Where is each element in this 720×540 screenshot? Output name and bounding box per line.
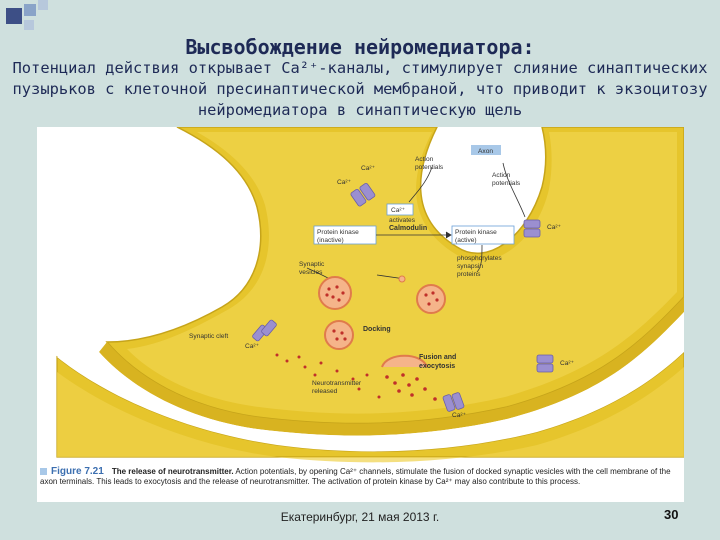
postsynaptic-inner (57, 367, 684, 463)
label-ca-right-mid: Ca²⁺ (560, 360, 575, 367)
figure-caption-title: The release of neurotransmitter. (111, 467, 234, 476)
axon-terminal-inner (127, 132, 677, 414)
label-ca-left: Ca²⁺ (245, 343, 260, 350)
neurotransmitter-dots (275, 285, 439, 401)
presynaptic-membrane (99, 297, 684, 436)
label-ca-right-top: Ca²⁺ (547, 224, 562, 231)
label-phosphorylates: phosphorylates (457, 255, 502, 262)
label-action-potentials-left-2: potentials (415, 164, 444, 171)
label-pk-active-2: (active) (455, 237, 477, 244)
label-calmodulin: Calmodulin (389, 225, 427, 232)
slide-body-text: Потенциал действия открывает Ca²⁺-каналы… (12, 59, 708, 119)
page-number: 30 (664, 507, 679, 522)
decor-square (38, 0, 48, 10)
label-ca-right-bottom: Ca²⁺ (452, 412, 467, 419)
calcium-channel (252, 182, 554, 412)
label-synapsin: synapsin (457, 263, 483, 270)
label-ca-box: Ca²⁺ (391, 207, 406, 214)
caption-square-icon (40, 468, 47, 476)
label-ca-top-2: Ca²⁺ (337, 179, 352, 186)
figure-caption: Figure 7.21 The release of neurotransmitt… (40, 467, 680, 487)
label-pk-inactive-2: (inactive) (317, 237, 344, 244)
label-ca-top-1: Ca²⁺ (361, 165, 376, 172)
label-nt-released: Neurotransmitter (312, 380, 362, 387)
figure-panel: Axon Action potentials Action potentials… (37, 127, 684, 502)
figure-number: Figure 7.21 (51, 466, 104, 477)
synaptic-vesicle (318, 275, 446, 368)
label-action-potentials-left: Action (415, 156, 434, 163)
decor-square (24, 4, 36, 16)
corner-decoration (0, 0, 60, 40)
label-activates: activates (389, 217, 416, 224)
label-action-potentials-right-2: potentials (492, 180, 521, 187)
box-protein-kinase-active (451, 225, 515, 245)
decor-square (6, 8, 22, 24)
label-docking: Docking (363, 326, 391, 333)
label-synaptic-cleft: Synaptic cleft (189, 333, 228, 340)
slide-footer: Екатеринбург, 21 мая 2013 г. (280, 510, 440, 524)
label-fusion: Fusion and (419, 354, 456, 361)
box-calcium (386, 203, 414, 216)
slide-title: Высвобождение нейромедиатора: (185, 35, 535, 59)
label-nt-released-2: released (312, 388, 338, 395)
label-pk-inactive: Protein kinase (317, 229, 359, 236)
label-proteins: proteins (457, 271, 481, 278)
label-axon: Axon (478, 148, 493, 155)
decor-square (24, 20, 34, 30)
label-exocytosis: exocytosis (419, 363, 455, 370)
box-axon (471, 145, 501, 155)
synaptic-cleft-gap (57, 312, 684, 452)
label-pk-active: Protein kinase (455, 229, 497, 236)
neurotransmitter-release-diagram: Axon Action potentials Action potentials… (56, 127, 684, 463)
label-synaptic-vesicles-2: vesicles (299, 269, 323, 276)
figure-caption-body: Action potentials, by opening Ca²⁺ chann… (40, 467, 671, 486)
label-synaptic-vesicles: Synaptic (299, 261, 325, 268)
label-action-potentials-right: Action (492, 172, 511, 179)
